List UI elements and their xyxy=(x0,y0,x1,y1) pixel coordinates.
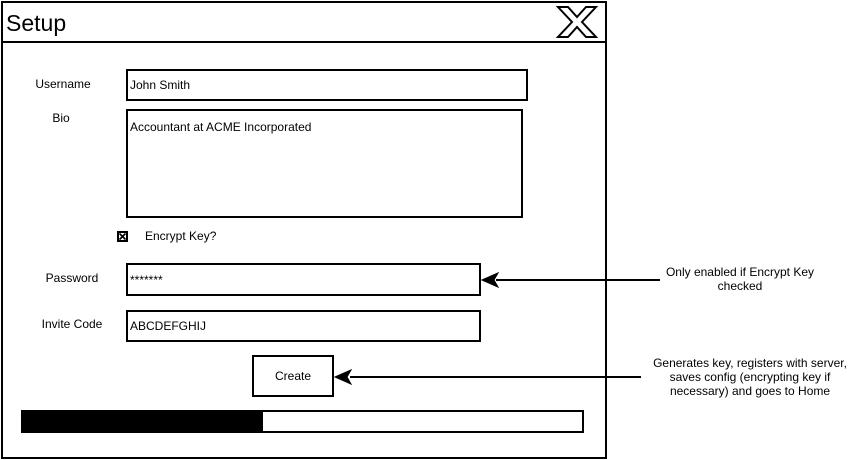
password-label: Password xyxy=(45,271,99,285)
username-input[interactable]: John Smith xyxy=(126,69,528,101)
create-note-line: saves config (encrypting key if xyxy=(669,370,831,384)
close-x-icon xyxy=(555,6,599,38)
password-note-line: Only enabled if Encrypt Key xyxy=(665,265,815,279)
encrypt-key-label: Encrypt Key? xyxy=(145,229,217,243)
progress-bar xyxy=(21,410,584,433)
password-input[interactable]: ******* xyxy=(126,263,481,296)
invite-code-label: Invite Code xyxy=(41,317,103,331)
bio-textarea[interactable]: Accountant at ACME Incorporated xyxy=(126,109,523,218)
create-button[interactable]: Create xyxy=(252,355,334,397)
bio-label: Bio xyxy=(52,111,70,125)
create-button-label: Create xyxy=(274,369,312,383)
password-note: Only enabled if Encrypt Key checked xyxy=(654,265,826,293)
password-note-line: checked xyxy=(717,279,763,293)
create-note: Generates key, registers with server, sa… xyxy=(646,356,854,398)
progress-fill xyxy=(23,412,264,431)
encrypt-key-checkbox[interactable] xyxy=(117,231,128,242)
create-note-line: Generates key, registers with server, xyxy=(653,356,847,370)
title-bar: Setup xyxy=(3,3,605,43)
window-title: Setup xyxy=(6,10,67,36)
invite-code-input[interactable]: ABCDEFGHIJ xyxy=(126,310,481,342)
username-label: Username xyxy=(35,77,91,91)
close-button[interactable] xyxy=(554,4,600,40)
create-note-line: necessary) and goes to Home xyxy=(669,384,831,398)
checked-box-icon xyxy=(117,231,128,242)
